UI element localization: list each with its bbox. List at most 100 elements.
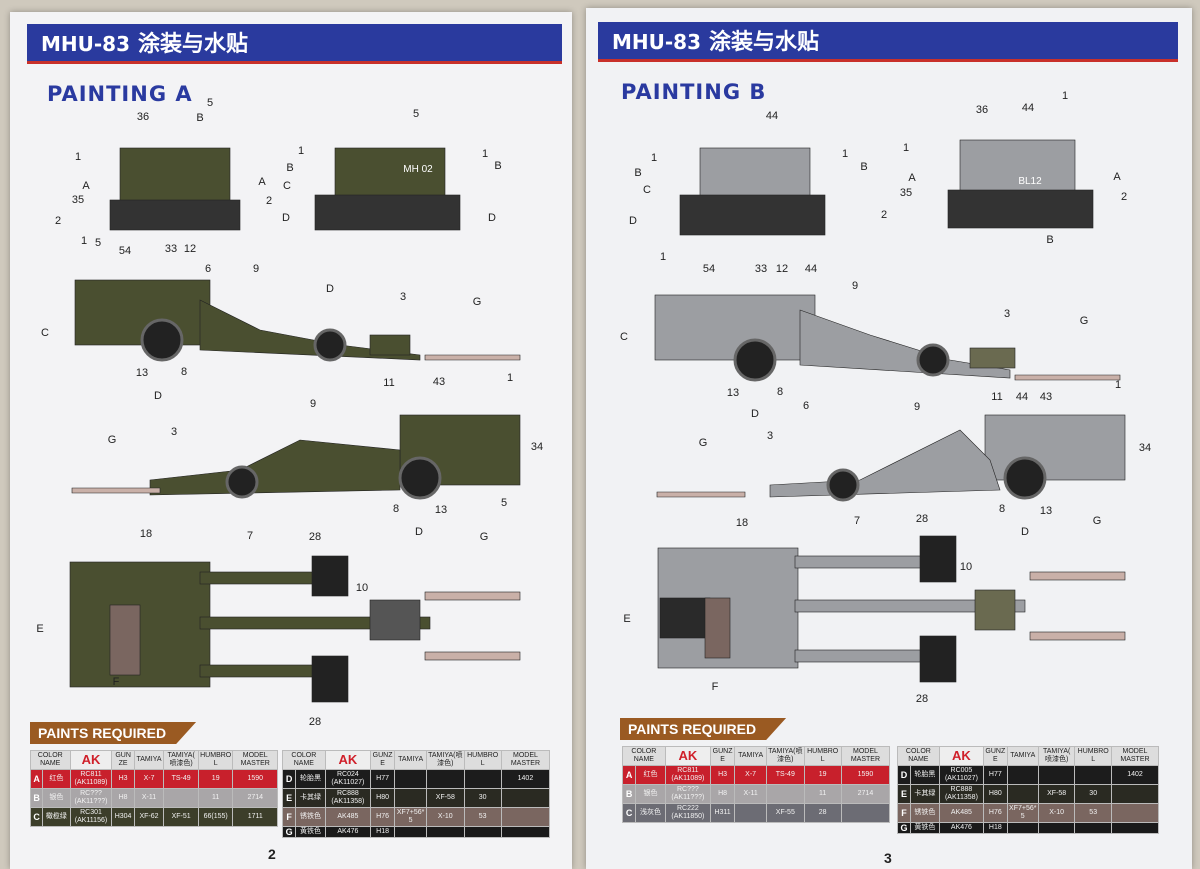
column-header: AK bbox=[664, 746, 712, 766]
paint-gunze: H76 bbox=[983, 803, 1008, 823]
paint-mm: 1711 bbox=[232, 807, 278, 827]
callout-side-left: 9 bbox=[851, 280, 859, 292]
paint-code: A bbox=[621, 765, 637, 785]
callout-side-left: 9 bbox=[252, 263, 260, 275]
banner-title: 涂装与水贴 bbox=[138, 31, 249, 56]
callout-rear: 2 bbox=[880, 209, 888, 221]
column-header: GUNZE bbox=[111, 750, 135, 770]
paint-tamiya-spray bbox=[766, 784, 805, 804]
paint-humbrol: 11 bbox=[197, 788, 234, 808]
paint-tamiya bbox=[734, 803, 768, 823]
paint-mm: 1402 bbox=[1110, 765, 1160, 785]
column-header: MODEL MASTER bbox=[232, 750, 278, 770]
paint-code: F bbox=[281, 807, 297, 827]
column-header: HUMBROL bbox=[197, 750, 234, 770]
callout-rear: 36 bbox=[136, 111, 150, 123]
side-view-boom bbox=[199, 299, 421, 361]
paints-required-heading: PAINTS REQUIRED bbox=[30, 722, 197, 744]
model-name: MHU-83 bbox=[41, 32, 131, 56]
callout-side-left: G bbox=[1079, 315, 1089, 327]
callout-side-right: 3 bbox=[766, 430, 774, 442]
top-view-pad bbox=[369, 599, 421, 641]
paint-name: 红色 bbox=[635, 765, 666, 785]
callout-rear: 36 bbox=[975, 104, 989, 116]
side-view-2-fork bbox=[656, 491, 746, 498]
callout-rear: 1 bbox=[902, 142, 910, 154]
callout-side-left: D bbox=[751, 408, 759, 420]
column-header: AK bbox=[324, 750, 372, 770]
callout-rear: 35 bbox=[899, 187, 913, 199]
paint-tamiya-spray bbox=[426, 769, 465, 789]
top-view-wheels bbox=[919, 535, 957, 583]
paint-tamiya: XF7+56*5 bbox=[394, 807, 428, 827]
paint-gunze: H76 bbox=[370, 807, 396, 827]
callout-side-left: 54 bbox=[702, 263, 716, 275]
callout-rear: 2 bbox=[54, 215, 62, 227]
callout-side-left: G bbox=[472, 296, 482, 308]
paint-tamiya: X-11 bbox=[133, 788, 165, 808]
callout-top: E bbox=[36, 623, 44, 635]
paint-mm: 1590 bbox=[232, 769, 278, 789]
column-header: HUMBROL bbox=[1074, 746, 1112, 766]
side-view-2-wheel bbox=[826, 468, 860, 502]
paint-tamiya-spray: X-10 bbox=[426, 807, 465, 827]
paint-name: 卡其绿 bbox=[295, 788, 326, 808]
callout-top: G bbox=[479, 531, 489, 543]
column-header: TAMIYA bbox=[734, 746, 768, 766]
callout-rear: A bbox=[1113, 171, 1121, 183]
paint-code: C bbox=[621, 803, 637, 823]
paint-mm: 2714 bbox=[232, 788, 278, 808]
paint-ak: RC??? (AK11???) bbox=[664, 784, 712, 804]
rear-view-body bbox=[119, 147, 231, 209]
paint-mm bbox=[1110, 803, 1160, 823]
paint-tamiya: X-11 bbox=[734, 784, 768, 804]
top-view-arm bbox=[794, 599, 1026, 613]
callout-front: B bbox=[286, 162, 294, 174]
side-view-pad bbox=[369, 334, 411, 356]
column-header: TAMIYA bbox=[1006, 746, 1039, 766]
callout-side-right: 5 bbox=[500, 497, 508, 509]
paint-ak: RC811 (AK11089) bbox=[69, 769, 113, 789]
front-view-base bbox=[679, 194, 826, 236]
paint-gunze: H311 bbox=[710, 803, 736, 823]
callout-side-left: 1 bbox=[659, 251, 667, 263]
top-view-pad bbox=[974, 589, 1016, 631]
callout-rear: 1 bbox=[1061, 90, 1069, 102]
side-view-2-wheel bbox=[225, 465, 259, 499]
callout-side-right: 1 bbox=[506, 372, 514, 384]
callout-rear: 2 bbox=[1120, 191, 1128, 203]
callout-side-right: 43 bbox=[432, 376, 446, 388]
paint-humbrol: 30 bbox=[463, 788, 502, 808]
top-view-wheels bbox=[919, 635, 957, 683]
column-header: GUNZE bbox=[370, 750, 396, 770]
paint-ak: AK476 bbox=[324, 826, 372, 838]
callout-top: 7 bbox=[853, 515, 861, 527]
paint-tamiya: XF7+56*5 bbox=[1006, 803, 1039, 823]
front-view-base bbox=[314, 194, 461, 231]
callout-side-left: 8 bbox=[180, 366, 188, 378]
callout-rear: 44 bbox=[1021, 102, 1035, 114]
paint-name: 轮胎黑 bbox=[295, 769, 326, 789]
column-header: COLOR NAME bbox=[622, 746, 666, 766]
callout-side-left: 13 bbox=[135, 367, 149, 379]
paint-humbrol bbox=[463, 826, 502, 838]
license-plate: MH 02 bbox=[403, 164, 433, 175]
paint-gunze: H304 bbox=[111, 807, 135, 827]
paint-code: D bbox=[281, 769, 297, 789]
callout-side-right: 13 bbox=[434, 504, 448, 516]
page-number: 2 bbox=[268, 846, 276, 862]
paint-mm bbox=[1110, 784, 1160, 804]
paint-ak: AK476 bbox=[938, 822, 985, 834]
callout-side-left: 33 bbox=[164, 243, 178, 255]
top-view-fork bbox=[1029, 571, 1126, 581]
paint-name: 红色 bbox=[42, 769, 71, 789]
